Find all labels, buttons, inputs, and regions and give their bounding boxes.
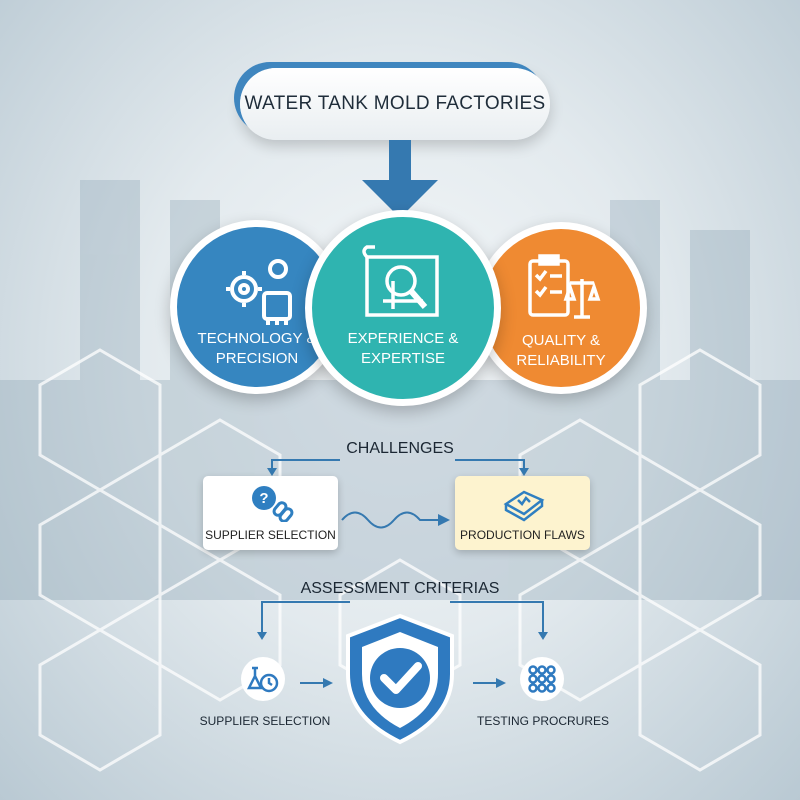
assessment-heading: Assessment Criterias xyxy=(300,580,500,597)
pillar-experience: Experience & Expertise xyxy=(305,210,501,406)
dot-grid-icon xyxy=(520,657,564,701)
checklist-scale-icon xyxy=(528,254,601,319)
challenge-label: Supplier Selection xyxy=(205,528,336,542)
lab-timer-icon xyxy=(241,657,285,701)
assessment-label: Testing Procrures xyxy=(476,714,609,728)
pillar-label: Technology & Precision xyxy=(197,330,317,367)
down-arrow-icon xyxy=(362,140,438,218)
hexagon-pattern xyxy=(38,348,762,772)
assessment-label: Supplier Selection xyxy=(199,714,331,728)
challenge-supplier-card: ? Supplier Selection xyxy=(203,476,338,550)
blueprint-magnifier-icon xyxy=(362,245,439,317)
svg-text:?: ? xyxy=(259,490,268,507)
pillar-technology: Technology & Precision xyxy=(170,220,344,394)
diagram-title: Water Tank Mold Factories xyxy=(244,93,546,114)
challenge-label: Production Flaws xyxy=(460,528,585,542)
gears-chip-icon xyxy=(226,259,292,325)
question-link-icon: ? xyxy=(251,486,293,522)
title-pill: Water Tank Mold Factories xyxy=(240,68,550,140)
pillar-label: Quality & Reliability xyxy=(516,332,606,369)
challenges-heading: Challenges xyxy=(346,440,454,457)
pillar-label: Experience & Expertise xyxy=(347,330,459,367)
challenge-production-card: Production Flaws xyxy=(455,476,590,550)
flawed-part-icon xyxy=(503,490,544,522)
shield-check-icon xyxy=(346,613,454,745)
